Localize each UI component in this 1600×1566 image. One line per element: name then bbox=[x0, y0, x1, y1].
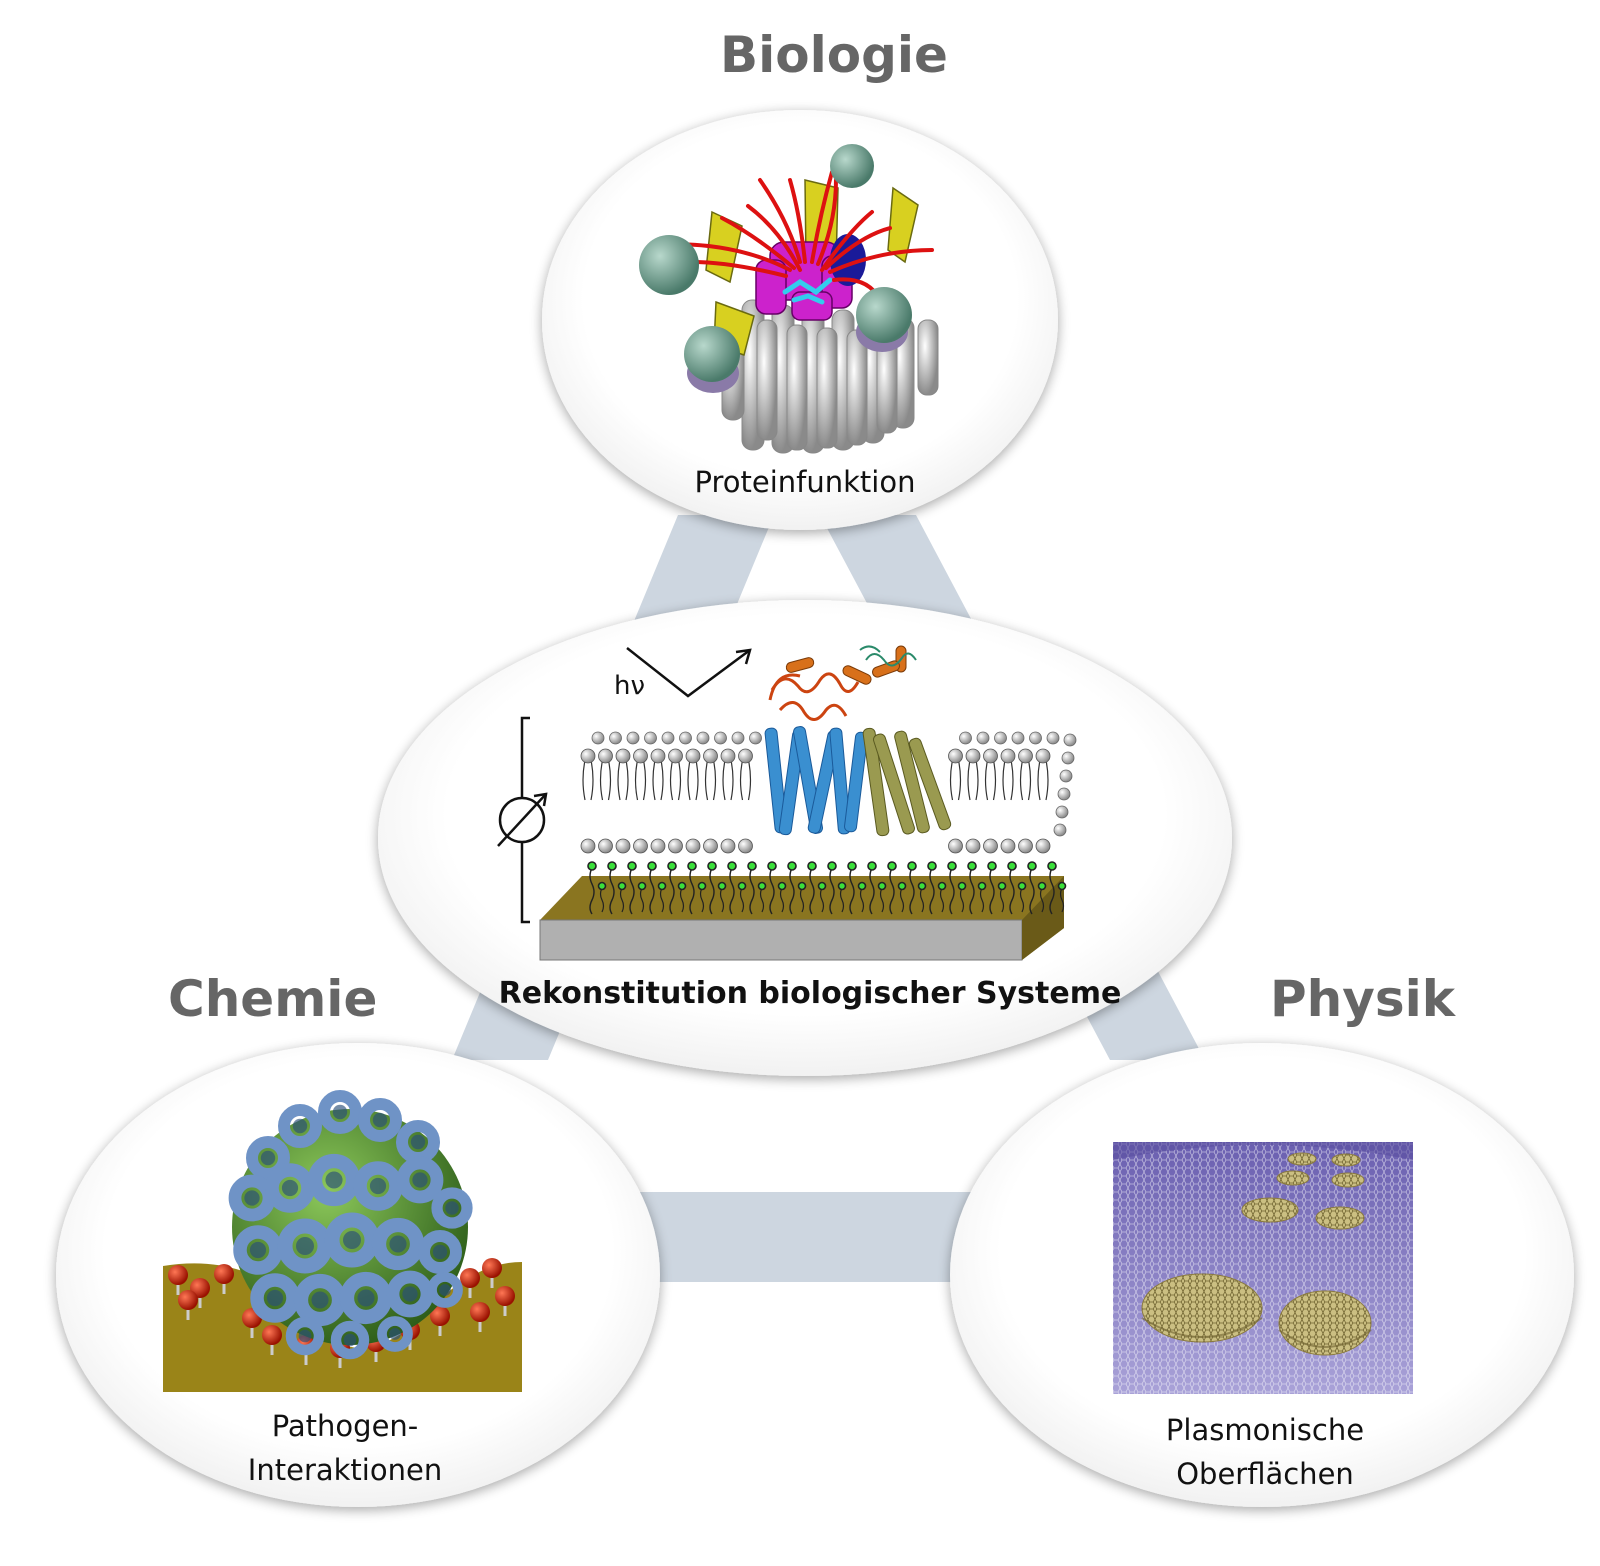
reconstitution-node: hν bbox=[378, 600, 1232, 1076]
membrane-illustration: hν bbox=[497, 645, 1077, 961]
heading-biology: Biologie bbox=[720, 26, 948, 84]
voltmeter-icon bbox=[497, 716, 548, 924]
light-symbol: hν bbox=[614, 671, 645, 701]
membrane-protein bbox=[764, 645, 952, 837]
caption-pathogen-line2: Interaktionen bbox=[247, 1453, 443, 1487]
caption-pathogen-line1: Pathogen- bbox=[271, 1409, 419, 1443]
caption-reconstitution: Rekonstitution biologischer Systeme bbox=[498, 976, 1122, 1011]
plasmonic-illustration bbox=[1113, 1142, 1413, 1394]
pathogen-illustration bbox=[163, 1090, 522, 1392]
heading-chemistry: Chemie bbox=[168, 970, 378, 1028]
caption-pathogen: Pathogen- Interaktionen bbox=[180, 1404, 510, 1492]
protein-function-node bbox=[542, 110, 1058, 530]
heading-physics: Physik bbox=[1270, 970, 1455, 1028]
caption-plasmonic: Plasmonische Oberflächen bbox=[1090, 1408, 1440, 1496]
pathogen-node bbox=[56, 1043, 660, 1507]
caption-plasmonic-line2: Oberflächen bbox=[1176, 1457, 1354, 1491]
light-arrow-icon bbox=[626, 647, 752, 698]
protein-illustration bbox=[639, 144, 939, 454]
plasmonic-node bbox=[950, 1043, 1574, 1507]
caption-protein-function: Proteinfunktion bbox=[694, 465, 916, 499]
caption-plasmonic-line1: Plasmonische bbox=[1165, 1413, 1365, 1447]
